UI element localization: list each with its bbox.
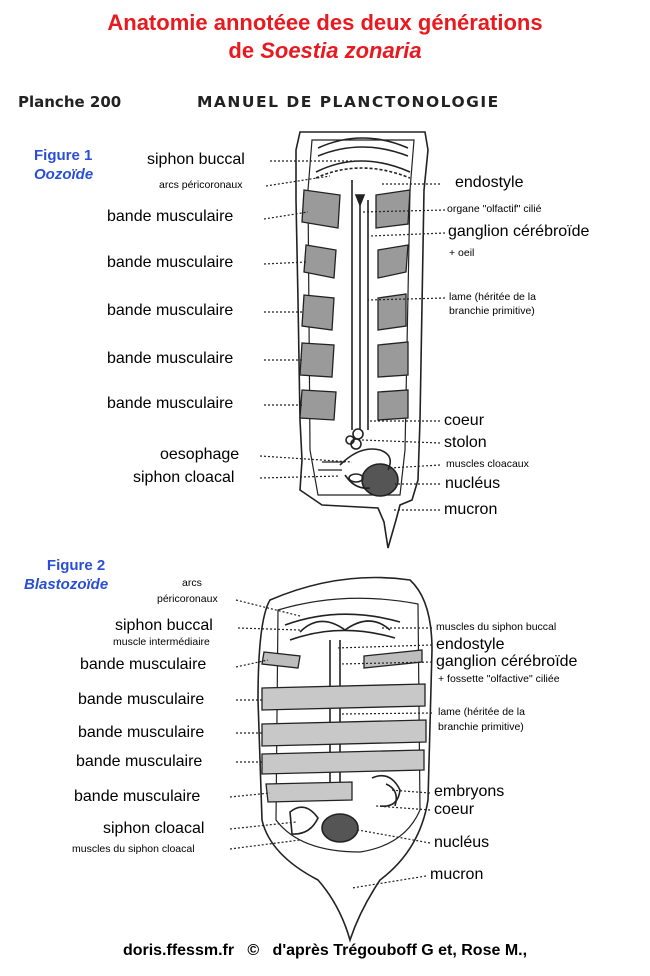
- f2-siphon-cloacal-label: siphon cloacal: [103, 820, 205, 837]
- f2-lame-label-line1: lame (héritée de la: [438, 706, 525, 718]
- f2-muscle-intermediaire-label: muscle intermédiaire: [113, 636, 210, 648]
- figure-2-tag: Figure 2 Blastozoïde: [24, 556, 108, 594]
- title-line-1: Anatomie annotéee des deux générations: [107, 10, 543, 35]
- f2-lame-label-line2: branchie primitive): [438, 721, 524, 733]
- f1-bande-musculaire-label-3: bande musculaire: [107, 302, 234, 319]
- f1-coeur-label: coeur: [444, 412, 485, 429]
- f1-bande-musculaire-label-1: bande musculaire: [107, 208, 234, 225]
- f2-siphon-buccal-label: siphon buccal: [115, 617, 213, 634]
- f1-ganglion-label: ganglion cérébroïde: [448, 223, 590, 240]
- f2-nucleus-label: nucléus: [434, 834, 490, 851]
- f1-muscles-cloacaux-label: muscles cloacaux: [446, 458, 529, 470]
- f1-siphon-buccal-label: siphon buccal: [147, 151, 245, 168]
- f2-endostyle-label: endostyle: [436, 636, 505, 653]
- book-title: MANUEL DE PLANCTONOLOGIE: [197, 93, 500, 111]
- f2-ganglion-label: ganglion cérébroïde: [436, 653, 578, 670]
- f1-siphon-cloacal-label: siphon cloacal: [133, 469, 235, 486]
- page-subtitle: de Soestia zonaria: [0, 38, 650, 64]
- figure-1-tag: Figure 1 Oozoïde: [34, 146, 93, 184]
- f2-bande-musculaire-label-3: bande musculaire: [78, 724, 205, 741]
- oozoide-drawing: [295, 131, 429, 549]
- f1-organe-olfactif-label: organe "olfactif" cilié: [447, 203, 542, 215]
- blastozoide-muscle-bands: [261, 649, 427, 803]
- f2-muscles-siphon-cloacal-label: muscles du siphon cloacal: [72, 843, 195, 855]
- title-prefix: de: [228, 38, 261, 63]
- f1-mucron-label: mucron: [444, 501, 498, 518]
- f2-bande-musculaire-label-4: bande musculaire: [76, 753, 203, 770]
- plate-number: Planche 200: [18, 93, 122, 111]
- blastozoide-drawing: [257, 576, 433, 943]
- figure-2-subtitle: Blastozoïde: [24, 576, 109, 593]
- f2-bande-musculaire-label-5: bande musculaire: [74, 788, 201, 805]
- f1-oesophage-label: oesophage: [160, 446, 240, 463]
- credit-footer: doris.ffessm.fr © d'après Trégouboff G e…: [122, 942, 528, 959]
- f1-nucleus-label: nucléus: [445, 475, 501, 492]
- species-name: Soestia zonaria: [260, 38, 422, 63]
- figure-1-title: Figure 1: [34, 147, 93, 164]
- f1-lame-label-line1: lame (héritée de la: [449, 291, 536, 303]
- f1-bande-musculaire-label-2: bande musculaire: [107, 254, 234, 271]
- f2-bande-musculaire-label-1: bande musculaire: [80, 656, 207, 673]
- figure-2-title: Figure 2: [46, 557, 106, 574]
- f1-bande-musculaire-label-5: bande musculaire: [107, 395, 234, 412]
- page-title: Anatomie annotéee des deux générations: [0, 10, 650, 36]
- f2-embryons-label: embryons: [434, 783, 505, 800]
- f2-arcs-label-line1: arcs: [182, 577, 202, 589]
- f2-bande-musculaire-label-2: bande musculaire: [78, 691, 205, 708]
- f2-fossette-label: + fossette "olfactive" ciliée: [438, 673, 560, 685]
- f2-coeur-label: coeur: [434, 801, 475, 818]
- f1-endostyle-label: endostyle: [455, 174, 524, 191]
- f1-lame-label-line2: branchie primitive): [449, 305, 535, 317]
- f2-mucron-label: mucron: [430, 866, 484, 883]
- f1-oeil-label: + oeil: [449, 247, 475, 259]
- f1-arcs-pericoronaux-label: arcs péricoronaux: [159, 179, 243, 191]
- f1-stolon-label: stolon: [444, 434, 487, 451]
- figure-1-subtitle: Oozoïde: [34, 166, 94, 183]
- f2-muscles-siphon-buccal-label: muscles du siphon buccal: [436, 621, 557, 633]
- f1-bande-musculaire-label-4: bande musculaire: [107, 350, 234, 367]
- f2-arcs-label-line2: péricoronaux: [157, 593, 218, 605]
- oozoide-muscle-bands: [299, 189, 411, 421]
